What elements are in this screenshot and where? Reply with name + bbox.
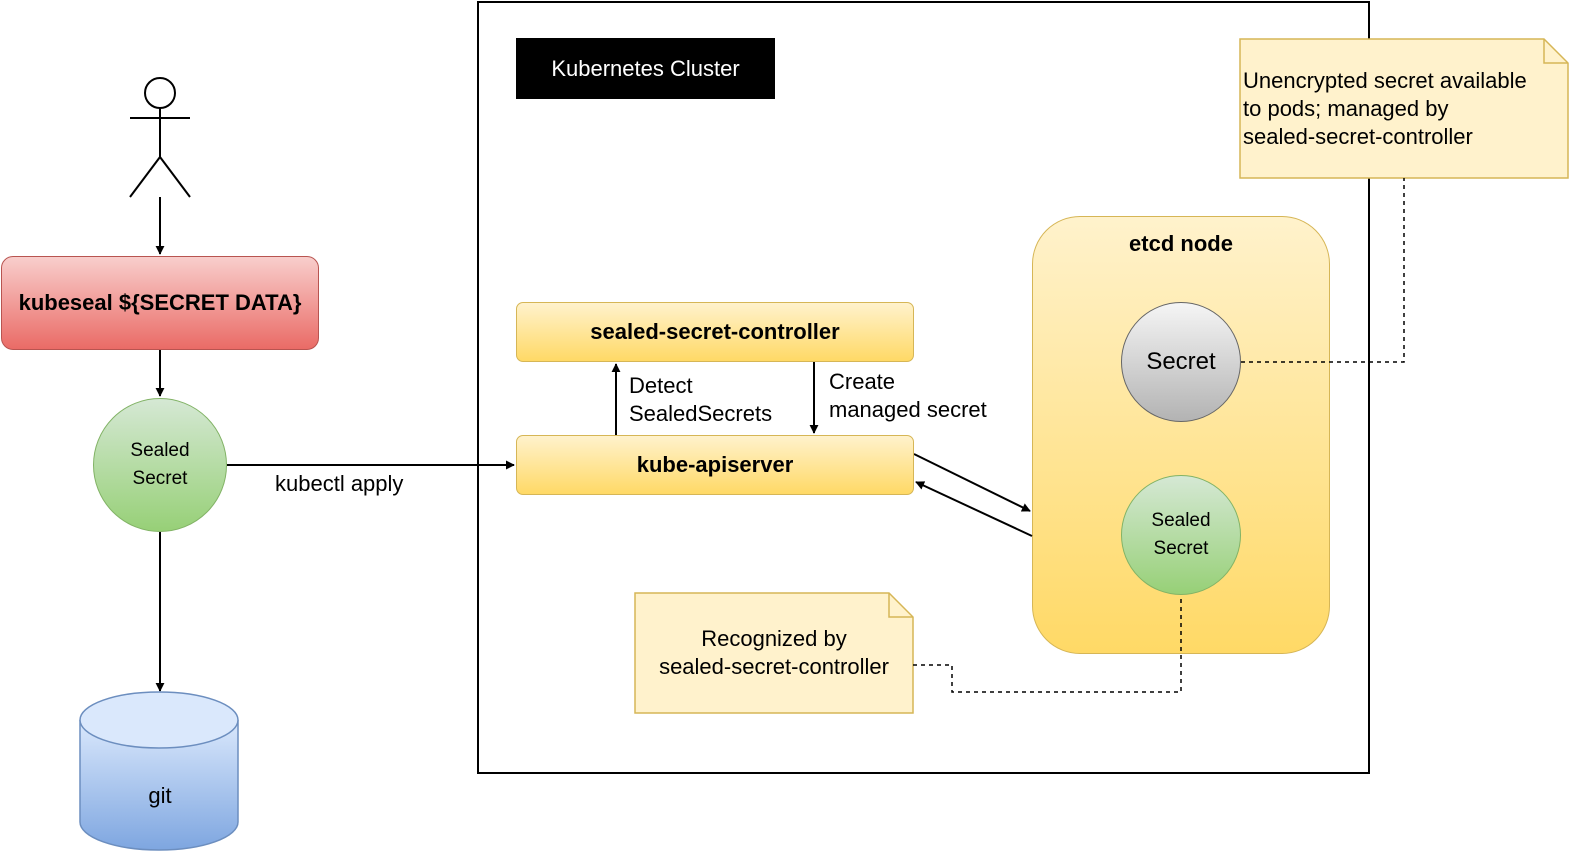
edge-etcd-to-apiserver: [915, 481, 1033, 537]
cluster-title: Kubernetes Cluster: [516, 38, 775, 99]
kubectl-apply-label: kubectl apply: [275, 471, 404, 496]
dashed-link-sealed-to-note: [913, 595, 1182, 693]
edge-apiserver-to-etcd: [913, 453, 1031, 512]
kube-apiserver-box[interactable]: kube-apiserver: [516, 435, 914, 495]
create-label-line1: Create: [829, 369, 896, 394]
create-label-line2: managed secret: [829, 397, 987, 422]
etcd-sealed-label-line2: Secret: [1153, 538, 1209, 559]
note-unencrypted-text: Unencrypted secret available to pods; ma…: [1243, 67, 1573, 151]
sealed-secret-controller-box[interactable]: sealed-secret-controller: [516, 302, 914, 362]
etcd-sealed-label-line1: Sealed: [1151, 510, 1211, 531]
secret-circle[interactable]: Secret: [1121, 302, 1241, 422]
create-managed-secret-label: Create managed secret: [829, 368, 987, 424]
note-unencrypted-line2: to pods; managed by: [1243, 96, 1449, 121]
note-recognized-text: Recognized by sealed-secret-controller: [636, 625, 912, 681]
note-recognized-line2: sealed-secret-controller: [659, 654, 889, 679]
detect-sealedsecrets-label: Detect SealedSecrets: [629, 372, 772, 428]
note-unencrypted-line1: Unencrypted secret available: [1243, 68, 1527, 93]
sealed-secret-circle[interactable]: Sealed Secret: [93, 398, 227, 532]
detect-label-line1: Detect: [629, 373, 693, 398]
note-unencrypted-secret: [1239, 38, 1569, 179]
sealed-secret-label-line2: Secret: [132, 468, 188, 489]
etcd-sealed-secret-circle[interactable]: Sealed Secret: [1121, 475, 1241, 595]
user-actor-icon: [129, 77, 191, 198]
detect-label-line2: SealedSecrets: [629, 401, 773, 426]
dashed-link-secret-to-note: [1241, 178, 1405, 363]
note-recognized-by: [634, 592, 914, 714]
sealed-secret-label-line1: Sealed: [130, 440, 190, 461]
etcd-node-title: etcd node: [1129, 231, 1233, 256]
kubeseal-command-box[interactable]: kubeseal ${SECRET DATA}: [1, 256, 319, 350]
note-recognized-line1: Recognized by: [701, 626, 847, 651]
git-cylinder[interactable]: [79, 691, 239, 851]
note-unencrypted-line3: sealed-secret-controller: [1243, 124, 1473, 149]
git-label: git: [148, 783, 172, 808]
